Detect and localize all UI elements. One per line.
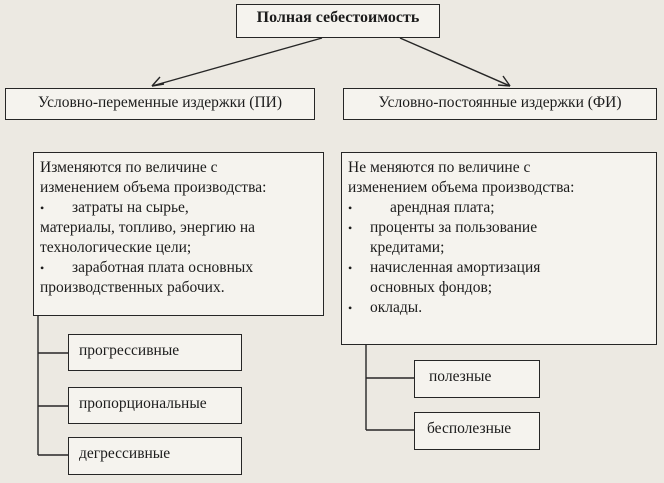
arrow-to-fixed [399,37,511,87]
fixed-item: •оклады. [348,299,423,316]
variable-item: •затраты на сырье, [40,199,189,216]
bullet-icon: • [348,301,353,315]
variable-item-cont: технологические цели; [40,239,192,256]
fixed-intro-line: изменением объема производства: [348,179,575,196]
fixed-item-cont: основных фондов; [370,279,493,296]
bullet-icon: • [348,201,353,215]
bullet-icon: • [40,201,45,215]
subtype-degressive: дегрессивные [68,437,242,475]
fixed-description: Не меняются по величине с изменением объ… [341,152,657,345]
subtype-useful: полезные [414,360,540,398]
bullet-icon: • [348,261,353,275]
subtype-progressive: прогрессивные [68,334,242,371]
arrow-to-variable [151,37,323,87]
variable-costs-node: Условно-переменные издержки (ПИ) [5,88,315,120]
subtype-proportional: пропорциональные [68,387,242,424]
bullet-icon: • [40,261,45,275]
variable-item: •заработная плата основных [40,259,254,276]
fixed-item: •начисленная амортизация [348,259,541,276]
variable-intro-line: Изменяются по величине с [40,159,218,176]
fixed-intro-line: Не меняются по величине с [348,159,531,176]
fixed-item-cont: кредитами; [370,239,445,256]
variable-item-cont: материалы, топливо, энергию на [40,219,256,236]
variable-intro-line: изменением объема производства: [40,179,267,196]
fixed-item: •проценты за пользование [348,219,538,236]
variable-item-cont: производственных рабочих. [40,279,225,296]
bullet-icon: • [348,221,353,235]
fixed-item: •арендная плата; [348,199,495,216]
subtype-useless: бесполезные [414,412,540,450]
variable-description: Изменяются по величине с изменением объе… [33,152,324,316]
root-node: Полная себестоимость [236,4,440,38]
fixed-costs-node: Условно-постоянные издержки (ФИ) [343,88,657,120]
